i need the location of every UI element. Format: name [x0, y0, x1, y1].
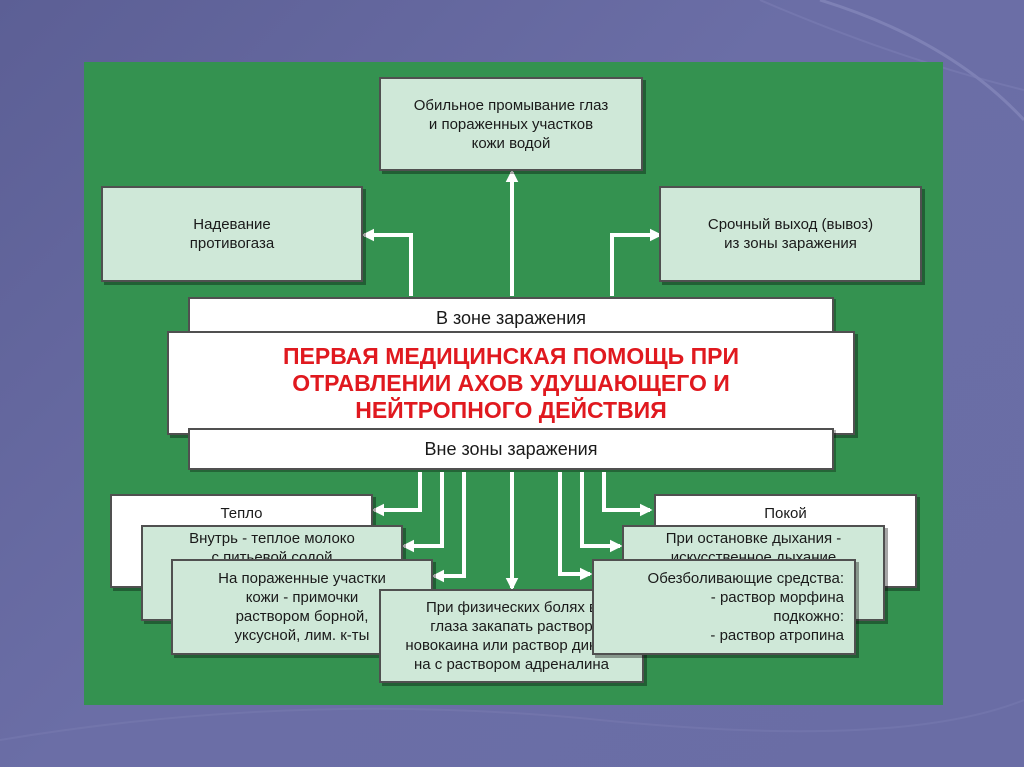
right-box: Срочный выход (вывоз) из зоны заражения: [659, 186, 922, 282]
arrow-to-right-1: [602, 472, 653, 517]
arrow-to-right-3: [558, 472, 593, 581]
arrow-to-left-1: [371, 472, 422, 517]
right-stack-item: Обезболивающие средства: - раствор морфи…: [592, 559, 856, 655]
out-zone-label: Вне зоны заражения: [188, 428, 834, 470]
arrow-to-left-2: [401, 472, 444, 553]
arrow-to-left-box: [361, 228, 413, 296]
left-box: Надевание противогаза: [101, 186, 363, 282]
arrow-to-right-2: [580, 472, 623, 553]
top-box: Обильное промывание глаз и пораженных уч…: [379, 77, 643, 171]
arrow-to-right-box: [610, 228, 663, 296]
diagram-title: ПЕРВАЯ МЕДИЦИНСКАЯ ПОМОЩЬ ПРИ ОТРАВЛЕНИИ…: [167, 331, 855, 435]
arrow-to-left-3: [431, 472, 466, 583]
